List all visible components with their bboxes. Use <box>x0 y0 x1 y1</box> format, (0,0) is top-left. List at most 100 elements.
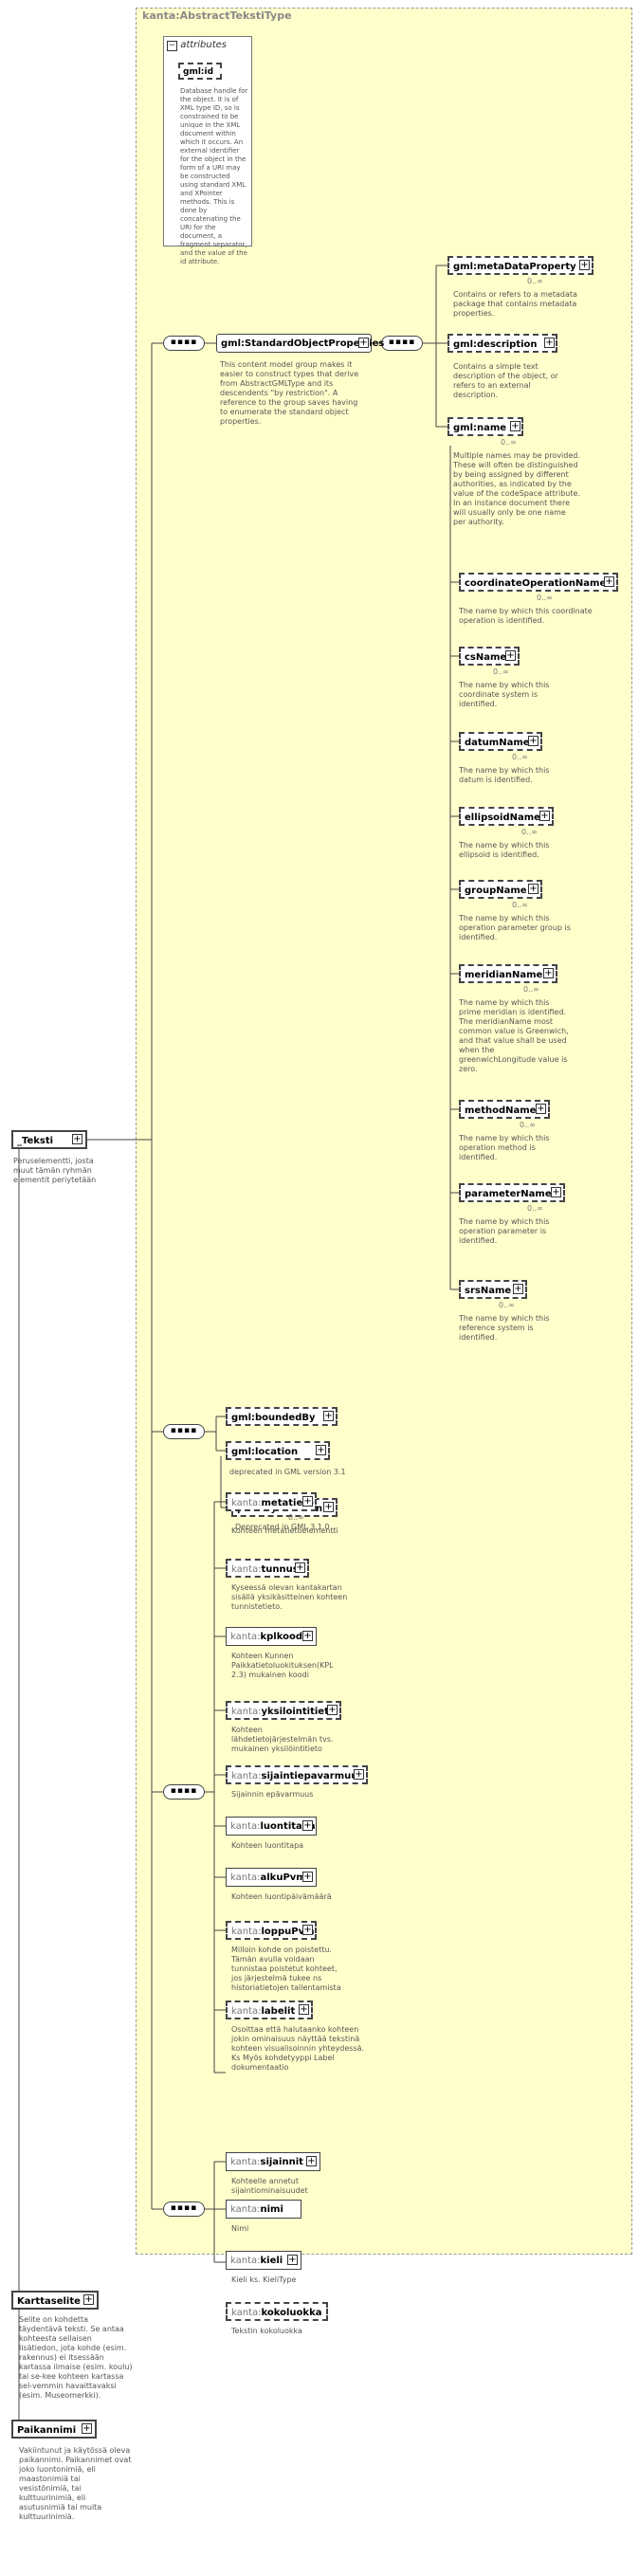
expand-icon[interactable]: + <box>72 1134 82 1144</box>
namespace-prefix: kanta: <box>231 2006 262 2017</box>
expand-icon[interactable]: + <box>316 1445 326 1455</box>
expand-icon[interactable]: + <box>536 1104 546 1114</box>
element-label: gml:name <box>453 423 507 433</box>
kanta-element-labelit[interactable]: kanta:labelit <box>226 2001 313 2019</box>
element-desc: Contains or refers to a metadata package… <box>453 290 577 318</box>
expand-icon[interactable]: + <box>302 1925 313 1935</box>
namespace-prefix: kanta: <box>230 1632 261 1642</box>
element-label: kplkoodi <box>260 1632 306 1642</box>
kanta-element-tunnus[interactable]: kanta:tunnus <box>226 1559 309 1578</box>
namespace-prefix: kanta: <box>230 2256 261 2266</box>
element-label: alkuPvm <box>260 1873 306 1883</box>
description-element[interactable]: gml:description <box>447 334 557 353</box>
cardinality: 0..∞ <box>512 901 528 909</box>
expand-icon[interactable]: + <box>83 2294 94 2305</box>
element-label: csName <box>465 652 507 663</box>
expand-icon[interactable]: + <box>323 1411 334 1421</box>
element-label: nimi <box>260 2204 283 2215</box>
sequence-compositor[interactable]: ▪▪▪▪ <box>163 1784 205 1800</box>
standard-object-properties-group[interactable]: gml:StandardObjectProperties <box>216 334 384 353</box>
parameter-name-element[interactable]: parameterName <box>459 1183 565 1202</box>
element-desc: Kohteen luontipäivämäärä <box>231 1892 332 1901</box>
element-label: srsName <box>465 1286 512 1296</box>
element-desc: Vakiintunut ja käytössä oleva paikannimi… <box>19 2446 132 2521</box>
element-desc: Selite on kohdetta täydentävä teksti. Se… <box>19 2315 133 2400</box>
cardinality: 0..∞ <box>527 1204 543 1213</box>
karttaselite-element[interactable]: Karttaselite <box>11 2291 99 2310</box>
srs-name-element[interactable]: srsName <box>459 1280 527 1299</box>
expand-icon[interactable]: + <box>302 1820 313 1831</box>
sequence-compositor[interactable]: ▪▪▪▪ <box>163 2201 205 2217</box>
expand-icon[interactable]: + <box>528 736 539 746</box>
bounded-by-element[interactable]: gml:boundedBy <box>226 1407 338 1426</box>
expand-icon[interactable]: + <box>82 2423 92 2434</box>
element-desc: Kohteen luontitapa <box>231 1841 304 1850</box>
expand-icon[interactable]: + <box>539 811 550 821</box>
sequence-compositor[interactable]: ▪▪▪▪ <box>163 336 205 351</box>
expand-icon[interactable]: + <box>551 1187 561 1197</box>
ellipsoid-name-element[interactable]: ellipsoidName <box>459 807 554 826</box>
group-name-element[interactable]: groupName <box>459 880 542 899</box>
expand-icon[interactable]: + <box>544 338 555 348</box>
element-label: ellipsoidName <box>465 813 540 823</box>
coordinate-operation-name-element[interactable]: coordinateOperationName <box>459 573 618 592</box>
expand-icon[interactable]: + <box>604 576 614 587</box>
element-label: kieli <box>260 2256 283 2266</box>
location-element[interactable]: gml:location <box>226 1441 330 1460</box>
expand-icon[interactable]: + <box>302 1631 313 1641</box>
kanta-element-sijaintiepavarmuus[interactable]: kanta:sijaintiepavarmuus <box>226 1765 368 1784</box>
expand-icon[interactable]: + <box>354 1769 364 1780</box>
expand-icon[interactable]: + <box>543 968 554 978</box>
expand-icon[interactable]: + <box>358 338 369 348</box>
minus-icon[interactable]: − <box>167 41 177 51</box>
namespace-prefix: kanta: <box>231 1498 262 1508</box>
paikannimi-element[interactable]: Paikannimi <box>11 2420 97 2439</box>
element-desc: The name by which this ellipsoid is iden… <box>459 841 550 859</box>
choice-compositor[interactable]: ▪▪▪▪ <box>163 1424 205 1439</box>
element-desc: Milloin kohde on poistettu. Tämän avulla… <box>231 1946 341 1992</box>
type-container <box>136 8 632 2255</box>
element-label: Karttaselite <box>17 2296 81 2307</box>
kanta-element-kplkoodi[interactable]: kanta:kplkoodi <box>226 1627 317 1646</box>
element-label: gml:location <box>231 1447 299 1457</box>
kanta-element-alkupvm[interactable]: kanta:alkuPvm <box>226 1868 317 1887</box>
expand-icon[interactable]: + <box>306 2156 317 2166</box>
datum-name-element[interactable]: datumName <box>459 732 542 751</box>
name-element[interactable]: gml:name <box>447 417 523 436</box>
sequence-compositor[interactable]: ▪▪▪▪ <box>381 336 423 351</box>
kanta-element-metatieto[interactable]: kanta:metatieto <box>226 1492 317 1511</box>
meta-data-property-element[interactable]: gml:metaDataProperty <box>447 256 593 275</box>
expand-icon[interactable]: + <box>528 884 539 894</box>
kanta-element-luontitapa[interactable]: kanta:luontitapa <box>226 1817 317 1836</box>
kanta-element-yksilointitieto[interactable]: kanta:yksilointitieto <box>226 1701 341 1720</box>
element-desc: Kohteelle annetut sijaintiominaisuudet <box>231 2177 308 2195</box>
expand-icon[interactable]: + <box>302 1872 313 1882</box>
method-name-element[interactable]: methodName <box>459 1100 550 1119</box>
kanta-element-loppupvm[interactable]: kanta:loppuPvm <box>226 1921 317 1940</box>
expand-icon[interactable]: + <box>513 1284 523 1294</box>
expand-icon[interactable]: + <box>295 1562 305 1573</box>
expand-icon[interactable]: + <box>299 2004 309 2015</box>
cs-name-element[interactable]: csName <box>459 647 520 666</box>
element-label: meridianName <box>465 970 543 980</box>
namespace-prefix: kanta: <box>230 1821 261 1832</box>
meridian-name-element[interactable]: meridianName <box>459 964 557 983</box>
expand-icon[interactable]: + <box>505 650 516 661</box>
element-desc: The name by which this coordinate system… <box>459 681 550 708</box>
expand-icon[interactable]: + <box>302 1496 313 1507</box>
text-element-kokoluokka[interactable]: kanta:kokoluokka <box>226 2302 328 2321</box>
element-desc: Kohteen metatietoelementti <box>231 1526 338 1535</box>
element-desc: The name by which this operation paramet… <box>459 914 571 941</box>
expand-icon[interactable]: + <box>579 260 590 270</box>
element-desc: Peruselementti, josta muut tämän ryhmän … <box>13 1157 97 1184</box>
expand-icon[interactable]: + <box>323 1502 334 1512</box>
text-element-kieli[interactable]: kanta:kieli <box>226 2251 301 2270</box>
sijainnit-element[interactable]: kanta:sijainnit <box>226 2152 320 2171</box>
expand-icon[interactable]: + <box>287 2255 298 2265</box>
cardinality: 0..∞ <box>537 594 553 602</box>
expand-icon[interactable]: + <box>327 1705 338 1715</box>
teksti-element[interactable]: _Teksti <box>11 1130 87 1149</box>
text-element-nimi[interactable]: kanta:nimi <box>226 2200 301 2219</box>
gml-id-attribute[interactable]: gml:id <box>178 63 222 80</box>
expand-icon[interactable]: + <box>510 421 520 431</box>
